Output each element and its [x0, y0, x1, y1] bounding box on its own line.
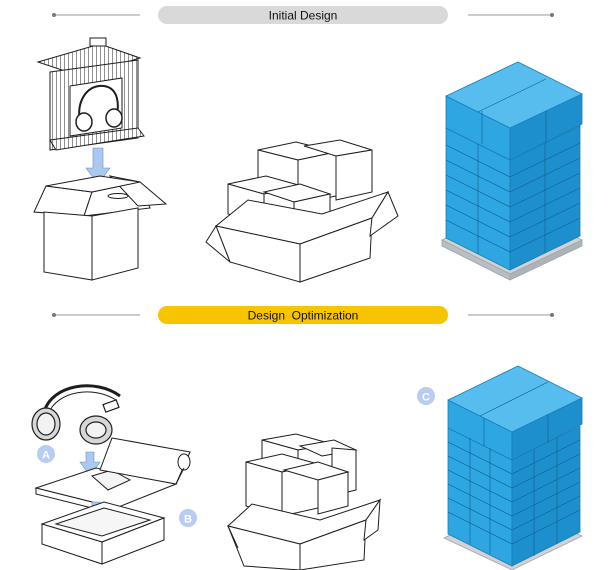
- optimized-pallet-gridlines: [447, 381, 581, 556]
- header-pill-initial: [158, 6, 448, 24]
- optimized-open-carton: [226, 433, 382, 570]
- marker-b-label: B: [184, 514, 192, 526]
- initial-pallet-gridlines: [445, 78, 581, 254]
- header-title-optimization: Design Optimization: [248, 309, 359, 323]
- initial-shipping-box: [33, 175, 168, 281]
- marker-a-badge: A: [37, 445, 55, 463]
- marker-a-label: A: [42, 450, 50, 462]
- marker-c-badge: C: [417, 387, 435, 405]
- header-pill-optimization: [158, 306, 448, 324]
- optimized-gift-box: [40, 501, 166, 565]
- marker-b-badge: B: [179, 509, 197, 527]
- section-header-optimization: Design Optimization: [52, 306, 554, 324]
- optimized-headphones: [31, 384, 121, 445]
- header-rule-left-dot: [52, 13, 56, 17]
- header-rule-right-dot-2: [550, 313, 554, 317]
- header-title-initial: Initial Design: [269, 9, 338, 23]
- header-rule-left-dot-2: [52, 313, 56, 317]
- initial-pallet-stack: [441, 61, 583, 281]
- initial-open-carton: [205, 139, 399, 283]
- optimized-pallet-stack: [443, 365, 583, 570]
- arrow-down-icon: [85, 147, 111, 185]
- marker-c-label: C: [422, 392, 430, 404]
- section-header-initial: Initial Design: [52, 6, 554, 24]
- header-rule-right-dot: [550, 13, 554, 17]
- initial-retail-package: [36, 37, 145, 151]
- optimized-insert-tray: [34, 437, 191, 515]
